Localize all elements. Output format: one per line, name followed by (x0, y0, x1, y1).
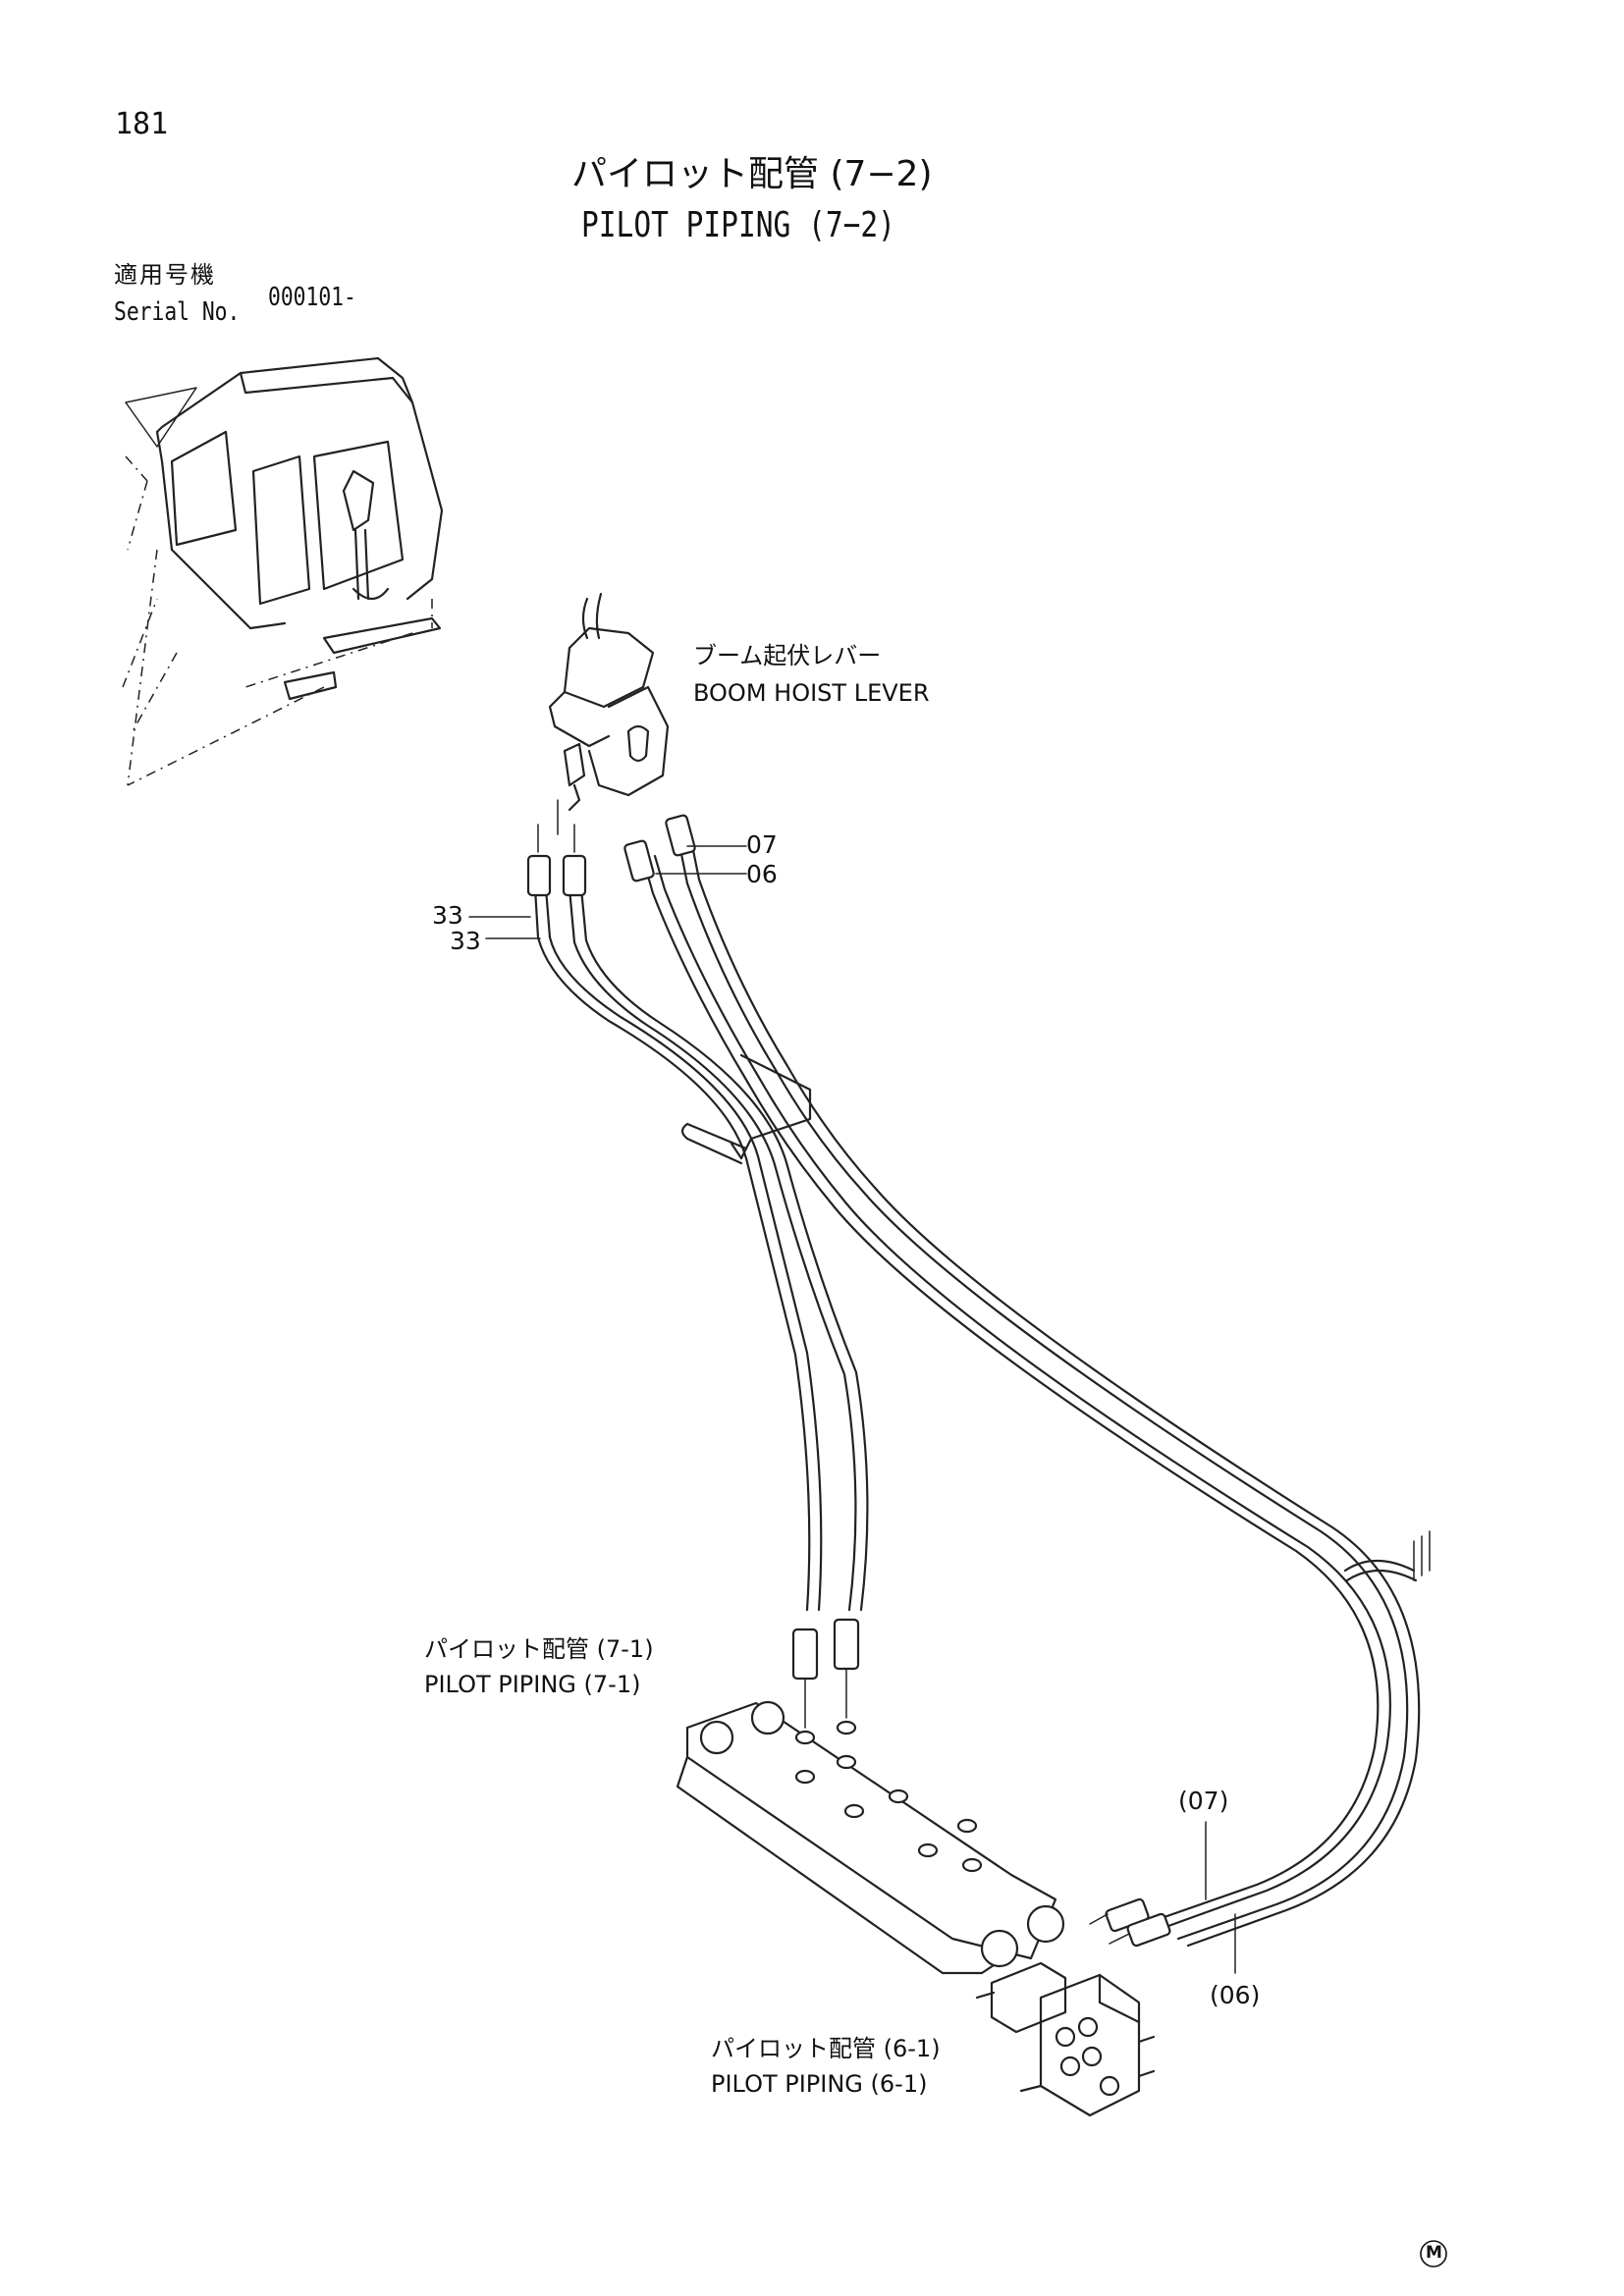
serial-value-text: 000101- (268, 283, 356, 312)
ref-6-1-japanese: パイロット配管 (6-1) (711, 2035, 941, 2062)
title-japanese: パイロット配管 (7−2) (571, 154, 933, 194)
part-label-07: 07 (746, 830, 778, 859)
machine-cab-overview (122, 356, 444, 786)
part-label-06: 06 (746, 860, 778, 888)
hose-bracket (680, 1053, 812, 1165)
ref-6-1-english: PILOT PIPING (6-1) (711, 2070, 928, 2098)
control-valve-7-1 (676, 1618, 1065, 1975)
part-label-33-upper: 33 (432, 901, 463, 930)
lever-callout-japanese: ブーム起伏レバー (693, 642, 882, 669)
lever-callout-english: BOOM HOIST LEVER (693, 679, 930, 707)
serial-label-japanese: 適用号機 (114, 261, 216, 289)
title-english-text: PILOT PIPING (7−2) (581, 205, 895, 245)
manufacturer-mark: M (1426, 2243, 1442, 2263)
leader-lines (468, 845, 1236, 1974)
part-label-33-lower: 33 (450, 927, 481, 955)
serial-value: 000101- (268, 285, 376, 310)
part-ref-06: (06) (1210, 1981, 1261, 2009)
page-number: 181 (115, 107, 169, 141)
boom-hoist-lever (548, 592, 670, 812)
serial-label-english-text: Serial No. (114, 297, 241, 327)
hose-fittings-top (526, 799, 696, 897)
ref-7-1-english: PILOT PIPING (7-1) (424, 1671, 641, 1698)
serial-label-english: Serial No. (114, 299, 268, 325)
manufacturer-mark-circle (1420, 2240, 1447, 2268)
valve-block-6-1 (975, 1897, 1171, 2117)
title-english: PILOT PIPING (7−2) (581, 208, 964, 243)
part-ref-07: (07) (1178, 1787, 1229, 1815)
ref-7-1-japanese: パイロット配管 (7-1) (424, 1635, 654, 1663)
hose-bundle (533, 838, 1431, 1948)
